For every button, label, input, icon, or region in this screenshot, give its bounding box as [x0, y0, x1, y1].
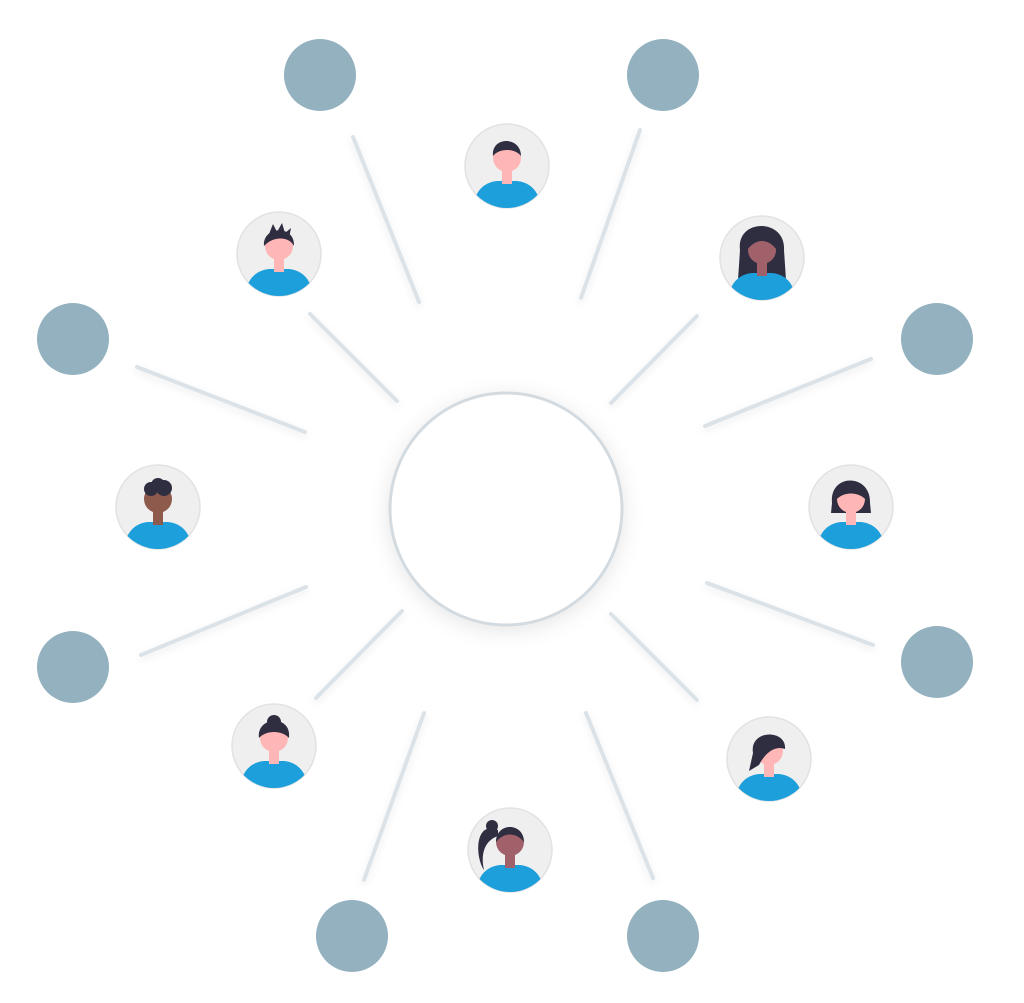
connection-line	[584, 711, 655, 880]
outer-node	[316, 900, 388, 972]
connection-line	[139, 585, 308, 657]
central-hub	[388, 391, 624, 627]
person-curly-hair-icon	[115, 464, 201, 550]
outer-nodes	[37, 39, 973, 972]
connection-line	[609, 314, 699, 405]
person-bob-hair-icon	[808, 464, 894, 550]
outer-node	[627, 39, 699, 111]
connection-line	[308, 312, 399, 403]
connection-line	[609, 612, 699, 702]
person-long-hair-icon	[719, 215, 805, 301]
connection-line	[579, 128, 642, 300]
connection-line	[362, 711, 426, 882]
connection-line	[351, 135, 421, 304]
person-swept-hair-icon	[726, 716, 812, 802]
outer-node	[37, 303, 109, 375]
outer-node	[284, 39, 356, 111]
person-spiky-hair-icon	[236, 211, 322, 297]
outer-node	[901, 626, 973, 698]
connection-line	[705, 581, 875, 647]
outer-node	[37, 631, 109, 703]
outer-node	[901, 303, 973, 375]
connection-line	[135, 365, 307, 434]
connection-lines	[135, 128, 875, 882]
people-avatars	[115, 123, 894, 893]
hub-circle	[388, 391, 624, 627]
connection-line	[703, 357, 873, 428]
connection-line	[314, 609, 404, 700]
person-ponytail-icon	[467, 807, 553, 893]
person-short-hair-icon	[464, 123, 550, 209]
person-quiff-hair-icon	[231, 703, 317, 789]
outer-node	[627, 900, 699, 972]
